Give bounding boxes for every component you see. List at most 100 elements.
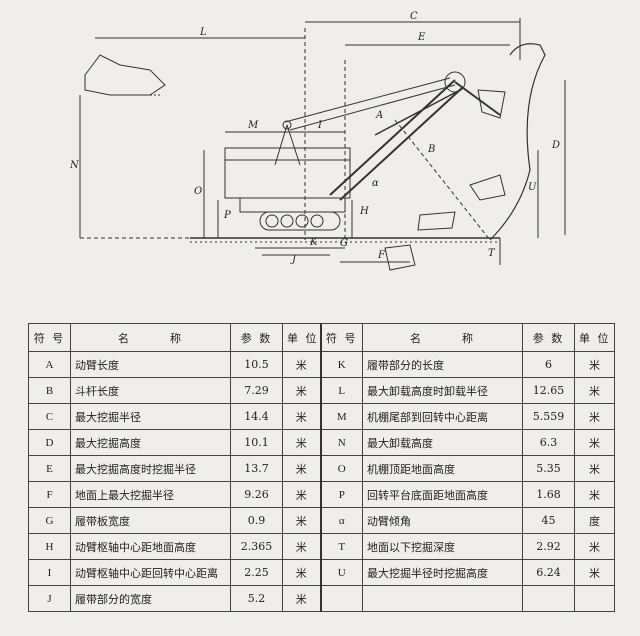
name-cell: 最大卸载高度 [362,429,523,456]
value-cell [522,585,575,612]
name-cell: 履带板宽度 [70,507,231,534]
unit-cell: 米 [282,481,321,508]
symbol-cell: O [319,455,363,482]
unit-cell: 米 [574,351,615,378]
unit-cell: 米 [282,403,321,430]
header-name: 名 称 [362,323,523,352]
symbol-cell: F [28,481,71,508]
name-cell: 地面上最大挖掘半径 [70,481,231,508]
symbol-cell: P [319,481,363,508]
name-cell: 履带部分的长度 [362,351,523,378]
value-cell: 12.65 [522,377,575,404]
label-F: F [377,250,386,261]
value-cell: 0.9 [230,507,283,534]
unit-cell: 米 [574,455,615,482]
value-cell: 9.26 [230,481,283,508]
unit-cell: 米 [282,455,321,482]
header-value: 参 数 [522,323,575,352]
label-E: E [417,32,426,43]
symbol-cell: U [319,559,363,586]
value-cell: 5.2 [230,585,283,612]
excavator-dimension-diagram: L C E M I A B D N O P H α U K G J F T [69,11,566,271]
unit-cell: 米 [282,559,321,586]
symbol-cell: E [28,455,71,482]
name-cell: 最大挖掘高度时挖掘半径 [70,455,231,482]
label-L: L [199,27,207,38]
label-P: P [223,210,231,221]
label-A: A [375,110,383,121]
name-cell: 机棚顶距地面高度 [362,455,523,482]
table-header-row: 符 号 名 称 参 数 单 位 符 号 名 称 参 数 单 位 [28,323,615,352]
symbol-cell: M [319,403,363,430]
value-cell: 6 [522,351,575,378]
value-cell: 2.25 [230,559,283,586]
value-cell: 2.365 [230,533,283,560]
unit-cell: 米 [574,559,615,586]
unit-cell: 米 [282,585,321,612]
name-cell: 最大挖掘高度 [70,429,231,456]
symbol-cell: α [319,507,363,534]
value-cell: 5.559 [522,403,575,430]
name-cell: 最大挖掘半径 [70,403,231,430]
unit-cell: 米 [574,429,615,456]
label-N: N [69,160,80,171]
name-cell [362,585,523,612]
value-cell: 10.5 [230,351,283,378]
header-unit: 单 位 [282,323,321,352]
unit-cell: 米 [282,533,321,560]
unit-cell: 米 [282,507,321,534]
label-B: B [427,144,435,155]
name-cell: 最大卸载高度时卸载半径 [362,377,523,404]
symbol-cell: C [28,403,71,430]
label-T: T [488,248,496,259]
name-cell: 最大挖掘半径时挖掘高度 [362,559,523,586]
unit-cell: 米 [282,429,321,456]
symbol-cell: B [28,377,71,404]
name-cell: 地面以下挖掘深度 [362,533,523,560]
symbol-cell: I [28,559,71,586]
label-O: O [194,186,202,197]
header-unit: 单 位 [574,323,615,352]
symbol-cell: A [28,351,71,378]
value-cell: 14.4 [230,403,283,430]
unit-cell: 米 [282,351,321,378]
value-cell: 7.29 [230,377,283,404]
symbol-cell: J [28,585,71,612]
symbol-cell: L [319,377,363,404]
value-cell: 5.35 [522,455,575,482]
header-symbol: 符 号 [319,323,363,352]
name-cell: 动臂倾角 [362,507,523,534]
value-cell: 1.68 [522,481,575,508]
unit-cell [574,585,615,612]
symbol-cell: K [319,351,363,378]
symbol-cell: D [28,429,71,456]
unit-cell: 米 [574,377,615,404]
symbol-cell: H [28,533,71,560]
value-cell: 2.92 [522,533,575,560]
symbol-cell [319,585,363,612]
label-G: G [340,238,348,249]
unit-cell: 米 [574,533,615,560]
unit-cell: 度 [574,507,615,534]
label-C: C [410,11,418,22]
name-cell: 回转平台底面距地面高度 [362,481,523,508]
value-cell: 6.3 [522,429,575,456]
label-K: K [309,237,318,248]
symbol-cell: T [319,533,363,560]
value-cell: 6.24 [522,559,575,586]
label-U: U [528,182,537,193]
unit-cell: 米 [574,481,615,508]
header-name: 名 称 [70,323,231,352]
name-cell: 动臂枢轴中心距地面高度 [70,533,231,560]
label-I: I [317,120,323,131]
symbol-cell: N [319,429,363,456]
header-symbol: 符 号 [28,323,71,352]
label-M: M [247,120,259,131]
